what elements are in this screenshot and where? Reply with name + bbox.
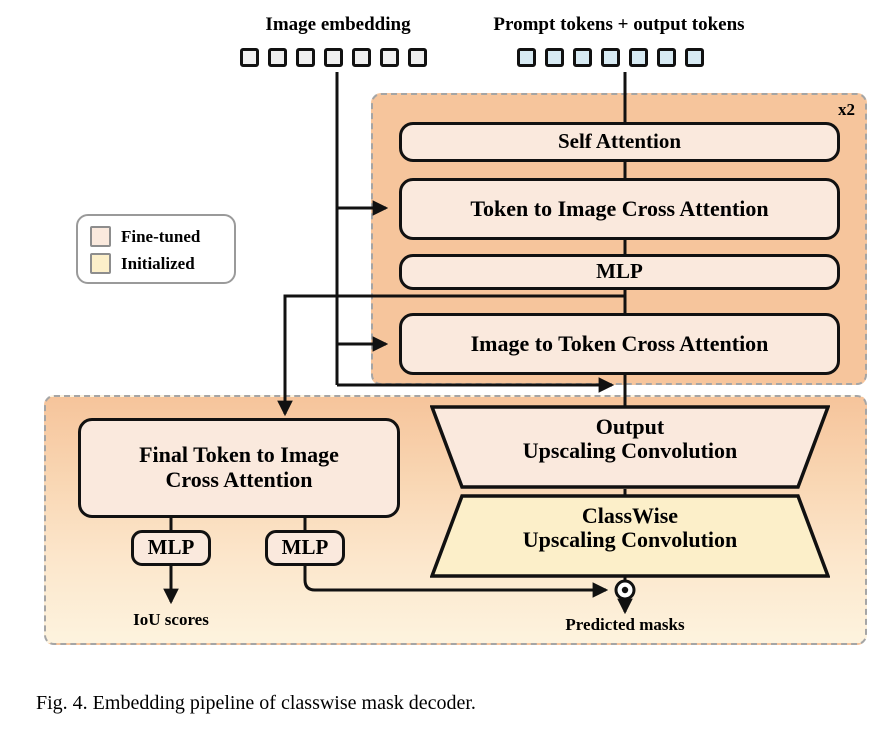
legend-item-initialized: Initialized bbox=[90, 250, 234, 277]
module-classwise-upscaling-convolution: ClassWise Upscaling Convolution bbox=[429, 494, 831, 578]
token-square bbox=[517, 48, 536, 67]
legend-item-fine-tuned: Fine-tuned bbox=[90, 223, 234, 250]
token-square bbox=[324, 48, 343, 67]
module-label: Self Attention bbox=[557, 129, 682, 154]
module-mlp-mask: MLP bbox=[265, 530, 345, 566]
legend-label-fine-tuned: Fine-tuned bbox=[121, 226, 201, 246]
token-square bbox=[657, 48, 676, 67]
legend: Fine-tuned Initialized bbox=[76, 214, 236, 284]
token-square bbox=[268, 48, 287, 67]
module-self-attention: Self Attention bbox=[399, 122, 840, 162]
token-square bbox=[545, 48, 564, 67]
repeat-x2-label: x2 bbox=[838, 100, 855, 119]
token-square bbox=[296, 48, 315, 67]
module-label: MLP bbox=[596, 259, 643, 284]
token-square bbox=[240, 48, 259, 67]
token-square bbox=[629, 48, 648, 67]
module-label-line1: Final Token to Image bbox=[139, 442, 339, 468]
module-label: MLP bbox=[147, 535, 195, 560]
legend-swatch-fine-tuned bbox=[90, 226, 111, 247]
token-square bbox=[573, 48, 592, 67]
legend-label-initialized: Initialized bbox=[121, 253, 195, 273]
module-mlp-iou: MLP bbox=[131, 530, 211, 566]
module-label: Token to Image Cross Attention bbox=[470, 195, 769, 221]
output-label-iou-scores: IoU scores bbox=[133, 610, 209, 629]
token-square bbox=[601, 48, 620, 67]
module-label: Image to Token Cross Attention bbox=[470, 330, 769, 356]
module-mlp: MLP bbox=[399, 254, 840, 290]
output-upscaling-shape bbox=[429, 405, 831, 489]
image-embedding-token-row bbox=[240, 48, 427, 67]
token-square bbox=[380, 48, 399, 67]
prompt-tokens-title: Prompt tokens + output tokens bbox=[493, 14, 745, 35]
module-image-to-token-cross-attention: Image to Token Cross Attention bbox=[399, 313, 840, 375]
module-label: MLP bbox=[281, 535, 329, 560]
legend-swatch-initialized bbox=[90, 253, 111, 274]
token-square bbox=[352, 48, 371, 67]
output-label-predicted-masks: Predicted masks bbox=[565, 615, 685, 634]
module-final-token-to-image-cross-attention: Final Token to Image Cross Attention bbox=[78, 418, 400, 518]
classwise-upscaling-shape bbox=[429, 494, 831, 578]
module-output-upscaling-convolution: Output Upscaling Convolution bbox=[429, 405, 831, 489]
prompt-token-row bbox=[517, 48, 704, 67]
figure-caption: Fig. 4. Embedding pipeline of classwise … bbox=[36, 692, 476, 714]
image-embedding-title: Image embedding bbox=[265, 14, 411, 35]
token-square bbox=[685, 48, 704, 67]
token-square bbox=[408, 48, 427, 67]
module-label-line2: Cross Attention bbox=[165, 467, 313, 492]
module-token-to-image-cross-attention: Token to Image Cross Attention bbox=[399, 178, 840, 240]
